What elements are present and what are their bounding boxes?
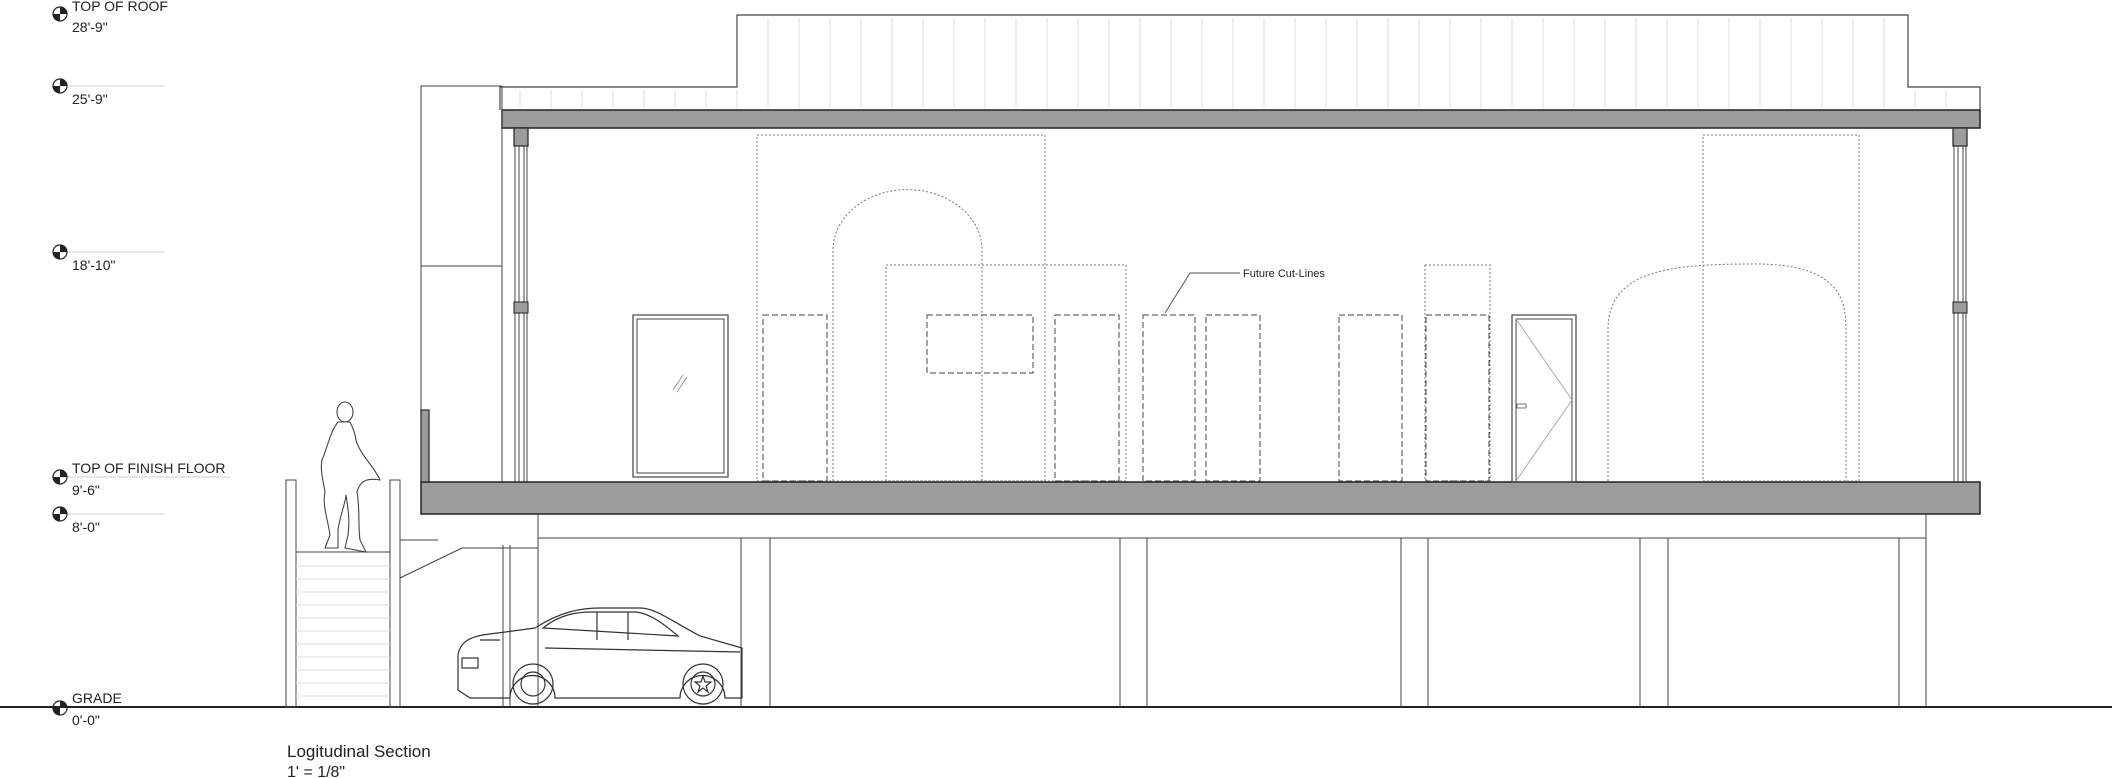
- level-elevation: 18'-10": [72, 257, 115, 273]
- person-figure: [320, 401, 381, 553]
- car-figure: [457, 607, 743, 705]
- level-marker-25-9: 25'-9": [52, 78, 165, 107]
- drawing-title-block: Logitudinal Section 1' = 1/8": [287, 742, 431, 778]
- floor-slab: [420, 481, 1981, 515]
- level-elevation: 25'-9": [72, 91, 108, 107]
- carport-column: [502, 545, 511, 707]
- roof-beam-right: [1952, 127, 1968, 147]
- exterior-wall-stack: [420, 85, 503, 482]
- level-elevation: 9'-6": [72, 482, 100, 498]
- left-wall-column: [513, 146, 529, 482]
- ground-level-bays: [740, 538, 1927, 707]
- level-marker-18-10: 18'-10": [52, 244, 165, 273]
- drawing-scale: 1' = 1/8": [287, 764, 345, 778]
- ground-level-structure: [537, 514, 1927, 707]
- right-wall-column: [1952, 146, 1968, 482]
- floor-upturn: [420, 409, 430, 483]
- window: [632, 314, 729, 478]
- level-marker-finish-floor: TOP OF FINISH FLOOR 9'-6": [52, 460, 230, 498]
- level-marker-8-0: 8'-0": [52, 506, 165, 535]
- roof-beam-left: [513, 127, 529, 147]
- door: [1511, 314, 1577, 483]
- level-elevation: 28'-9": [72, 19, 108, 35]
- level-name: TOP OF ROOF: [72, 0, 168, 14]
- roof-slab: [501, 109, 1981, 129]
- level-elevation: 0'-0": [72, 712, 100, 728]
- level-marker-roof: TOP OF ROOF 28'-9": [52, 0, 168, 35]
- level-target-icon: [52, 6, 68, 22]
- level-target-icon: [52, 78, 68, 94]
- level-target-icon: [52, 506, 68, 522]
- level-name: GRADE: [72, 690, 122, 706]
- level-name: TOP OF FINISH FLOOR: [72, 460, 226, 476]
- future-cut-lines-annotation: Future Cut-Lines: [1164, 268, 1325, 314]
- level-target-icon: [52, 244, 68, 260]
- drawing-title: Logitudinal Section: [287, 742, 431, 761]
- dashed-openings: [762, 314, 1490, 482]
- level-elevation: 8'-0": [72, 519, 100, 535]
- level-target-icon: [52, 469, 68, 485]
- exterior-stair: [285, 479, 538, 708]
- annotation-text: Future Cut-Lines: [1243, 268, 1325, 280]
- future-cut-lines: [756, 134, 1860, 482]
- level-marker-grade: GRADE 0'-0": [52, 690, 122, 728]
- roof-parapet: [499, 14, 1981, 110]
